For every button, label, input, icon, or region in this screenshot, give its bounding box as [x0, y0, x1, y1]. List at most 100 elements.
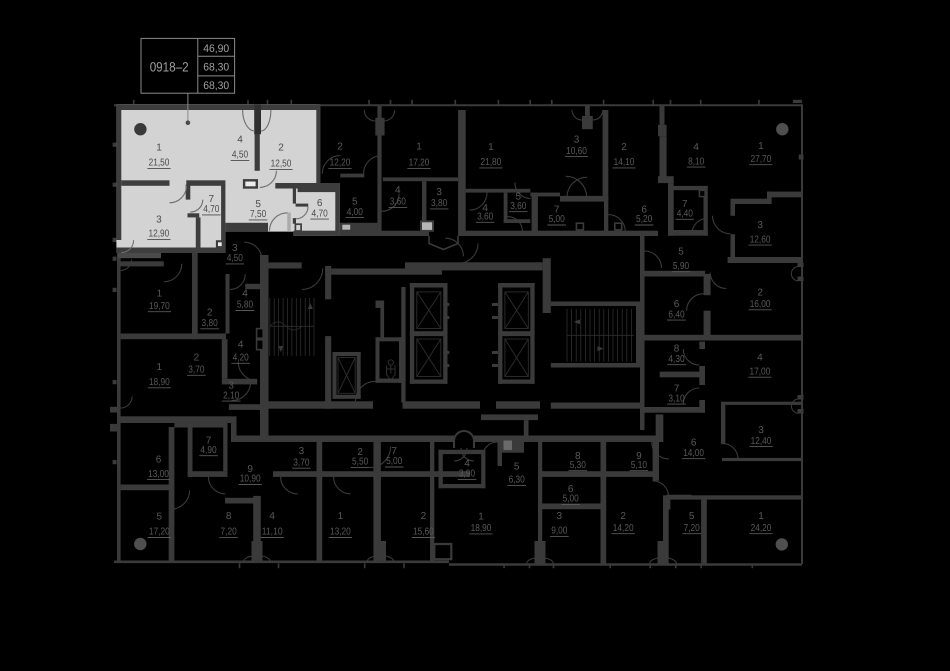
- svg-text:2: 2: [337, 142, 343, 153]
- svg-text:4: 4: [238, 340, 244, 351]
- svg-text:17,20: 17,20: [409, 158, 430, 169]
- svg-text:5: 5: [678, 247, 684, 258]
- svg-text:68,30: 68,30: [203, 62, 229, 74]
- svg-text:3: 3: [557, 511, 563, 522]
- svg-text:3: 3: [757, 220, 763, 231]
- svg-text:5,50: 5,50: [352, 457, 369, 468]
- svg-text:7: 7: [206, 435, 212, 446]
- svg-text:13,20: 13,20: [330, 527, 351, 538]
- svg-text:12,20: 12,20: [330, 158, 351, 169]
- svg-text:12,90: 12,90: [149, 229, 170, 240]
- svg-text:3,80: 3,80: [431, 198, 448, 209]
- svg-text:17,00: 17,00: [750, 366, 771, 377]
- svg-text:7: 7: [554, 205, 560, 216]
- svg-text:4: 4: [242, 288, 248, 299]
- svg-text:17,20: 17,20: [149, 527, 170, 538]
- svg-text:1: 1: [157, 362, 163, 373]
- svg-text:5,20: 5,20: [636, 214, 653, 225]
- svg-text:7,20: 7,20: [221, 527, 238, 538]
- svg-text:21,50: 21,50: [149, 158, 170, 169]
- svg-text:4,70: 4,70: [312, 208, 329, 219]
- svg-text:5,00: 5,00: [386, 456, 403, 467]
- svg-text:5,90: 5,90: [673, 261, 690, 272]
- svg-text:6: 6: [317, 198, 323, 209]
- svg-text:4,20: 4,20: [233, 353, 250, 364]
- svg-text:21,80: 21,80: [481, 157, 502, 168]
- svg-text:6: 6: [691, 437, 697, 448]
- svg-text:7: 7: [391, 446, 397, 457]
- svg-text:9,00: 9,00: [551, 526, 568, 537]
- svg-text:3,60: 3,60: [390, 197, 407, 208]
- svg-text:3: 3: [758, 425, 764, 436]
- svg-text:3: 3: [156, 215, 162, 226]
- svg-text:4: 4: [464, 459, 470, 470]
- svg-text:3: 3: [232, 243, 238, 254]
- svg-text:2: 2: [357, 447, 363, 458]
- svg-text:4: 4: [237, 135, 243, 146]
- svg-text:5: 5: [516, 191, 522, 202]
- svg-text:6,30: 6,30: [509, 475, 526, 486]
- svg-text:4,00: 4,00: [347, 207, 364, 218]
- svg-text:8: 8: [674, 344, 680, 355]
- svg-text:9: 9: [636, 451, 642, 462]
- svg-text:1: 1: [157, 288, 163, 299]
- svg-text:14,20: 14,20: [613, 523, 634, 534]
- svg-text:4,40: 4,40: [677, 209, 694, 220]
- svg-text:19,70: 19,70: [149, 301, 170, 312]
- svg-text:4: 4: [482, 203, 488, 214]
- svg-text:2: 2: [207, 307, 213, 318]
- svg-text:3,90: 3,90: [459, 469, 476, 480]
- svg-text:3: 3: [436, 187, 442, 198]
- svg-text:12,60: 12,60: [750, 234, 771, 245]
- svg-text:12,50: 12,50: [271, 159, 292, 170]
- svg-text:4,50: 4,50: [232, 150, 249, 161]
- svg-text:1: 1: [488, 142, 494, 153]
- svg-text:3,80: 3,80: [202, 318, 219, 329]
- svg-text:9: 9: [247, 464, 253, 475]
- svg-text:5,00: 5,00: [549, 214, 566, 225]
- svg-text:3: 3: [299, 446, 305, 457]
- svg-text:2: 2: [421, 511, 427, 522]
- svg-text:27,70: 27,70: [751, 154, 772, 165]
- svg-text:18,90: 18,90: [149, 377, 170, 388]
- svg-text:6,40: 6,40: [668, 309, 685, 320]
- svg-text:4,30: 4,30: [668, 354, 685, 365]
- svg-text:4: 4: [693, 142, 699, 153]
- svg-text:4: 4: [757, 352, 763, 363]
- svg-text:6: 6: [568, 484, 574, 495]
- svg-text:4: 4: [395, 185, 401, 196]
- svg-text:46,90: 46,90: [203, 43, 229, 55]
- svg-text:13,00: 13,00: [148, 469, 169, 480]
- svg-text:15,60: 15,60: [413, 527, 434, 538]
- svg-text:3,10: 3,10: [668, 393, 685, 404]
- svg-text:2,10: 2,10: [223, 390, 240, 401]
- svg-text:7: 7: [674, 384, 680, 395]
- svg-text:68,30: 68,30: [203, 80, 229, 92]
- svg-text:5,30: 5,30: [570, 460, 587, 471]
- svg-text:2: 2: [194, 352, 200, 363]
- svg-text:6: 6: [156, 455, 162, 466]
- svg-text:7,50: 7,50: [250, 209, 267, 220]
- svg-text:6: 6: [674, 299, 680, 310]
- svg-text:8,10: 8,10: [688, 156, 705, 167]
- svg-text:2: 2: [620, 511, 626, 522]
- svg-text:4,90: 4,90: [200, 445, 217, 456]
- svg-text:5: 5: [514, 461, 520, 472]
- svg-text:5,10: 5,10: [631, 460, 648, 471]
- svg-text:11,10: 11,10: [262, 527, 283, 538]
- svg-text:16,00: 16,00: [750, 299, 771, 310]
- svg-text:2: 2: [278, 143, 284, 154]
- svg-text:2: 2: [757, 288, 763, 299]
- svg-text:7,20: 7,20: [684, 523, 701, 534]
- svg-text:3,70: 3,70: [293, 457, 310, 468]
- svg-text:10,90: 10,90: [240, 474, 261, 485]
- svg-text:1: 1: [758, 511, 764, 522]
- svg-text:3: 3: [228, 381, 234, 392]
- svg-text:12,40: 12,40: [751, 436, 772, 447]
- svg-text:8: 8: [575, 451, 581, 462]
- svg-text:8: 8: [226, 511, 232, 522]
- svg-text:1: 1: [416, 142, 422, 153]
- svg-text:14,10: 14,10: [614, 157, 635, 168]
- svg-text:4,50: 4,50: [227, 253, 244, 264]
- svg-text:2: 2: [621, 142, 627, 153]
